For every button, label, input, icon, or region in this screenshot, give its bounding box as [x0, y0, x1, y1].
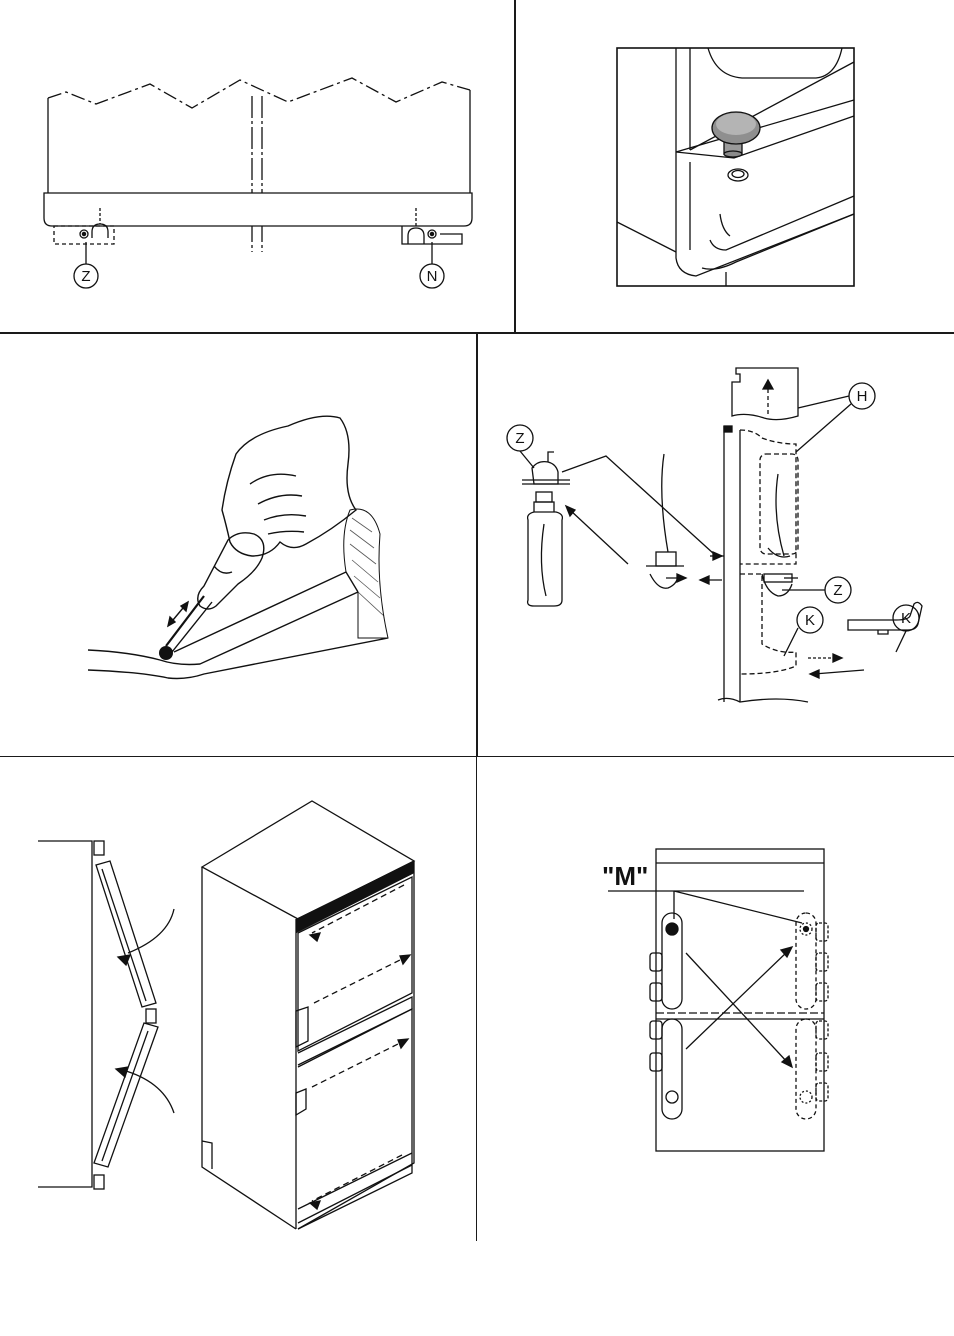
callout-n: N — [427, 268, 438, 285]
callout-k-right: K — [901, 610, 911, 627]
figure-handle-swap: "M" — [478, 757, 954, 1241]
callout-z-left: Z — [515, 430, 524, 447]
figure-cabinet-base: Z N — [0, 0, 514, 332]
figure-hinge-pin-closeup — [516, 0, 954, 332]
figure-hinge-assembly: Z H Z K K — [478, 334, 954, 756]
callout-z-right: Z — [833, 582, 842, 599]
callout-k-left: K — [805, 612, 815, 629]
figure-screwdriver-door-edge — [0, 334, 476, 756]
figure-door-reversal — [0, 757, 476, 1241]
callout-z: Z — [81, 268, 90, 285]
callout-h: H — [857, 388, 868, 405]
divider-bottom-vertical — [476, 757, 477, 1241]
label-m: "M" — [602, 861, 648, 891]
